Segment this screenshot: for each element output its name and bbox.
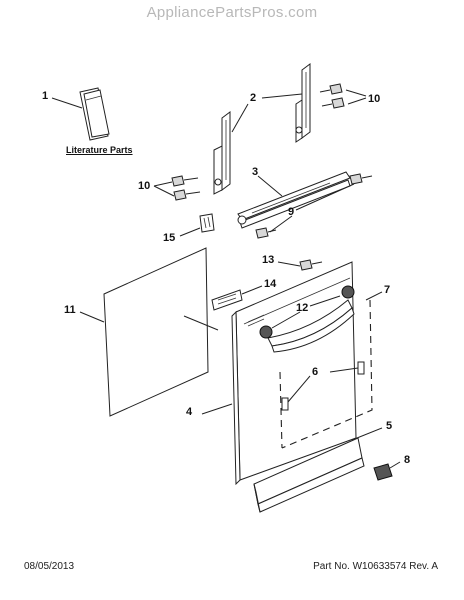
literature-booklet[interactable] [79, 87, 110, 141]
callout-7: 7 [384, 284, 391, 296]
door-screw[interactable] [299, 259, 323, 271]
inner-door-panel[interactable] [103, 247, 209, 417]
callout-8: 8 [404, 454, 411, 466]
footer-part-number: Part No. W10633574 Rev. A [313, 561, 438, 572]
footer-date: 08/05/2013 [24, 561, 75, 572]
callout-9: 9 [288, 206, 295, 218]
rail-screws[interactable] [255, 173, 373, 239]
callout-3: 3 [252, 166, 259, 178]
vent-clip[interactable] [199, 213, 215, 233]
callout-11: 11 [64, 304, 76, 316]
leveling-foot[interactable] [373, 463, 393, 481]
callout-10a: 10 [368, 93, 381, 105]
hinge-screws-upper[interactable] [319, 83, 345, 109]
watermark: AppliancePartsPros.com [146, 4, 318, 21]
callout-5: 5 [386, 420, 393, 432]
callout-13: 13 [262, 254, 275, 266]
door-hinge-right[interactable] [295, 63, 311, 143]
callout-4: 4 [186, 406, 193, 418]
callout-14: 14 [264, 278, 277, 290]
door-vent[interactable] [211, 289, 243, 311]
callout-12: 12 [296, 302, 309, 314]
toe-kick-plate[interactable] [253, 437, 365, 513]
door-gasket[interactable] [279, 299, 373, 449]
callout-6: 6 [312, 366, 319, 378]
callout-15: 15 [163, 232, 176, 244]
callout-10b: 10 [138, 180, 151, 192]
literature-parts-label: Literature Parts [66, 145, 133, 155]
door-hinge-left[interactable] [213, 111, 231, 195]
door-handle[interactable] [267, 299, 355, 353]
handle-end-caps[interactable] [259, 285, 355, 339]
hinge-screws-lower[interactable] [171, 175, 201, 201]
callout-1: 1 [42, 90, 49, 102]
callout-2: 2 [250, 92, 257, 104]
door-spring-rail[interactable] [237, 171, 351, 229]
